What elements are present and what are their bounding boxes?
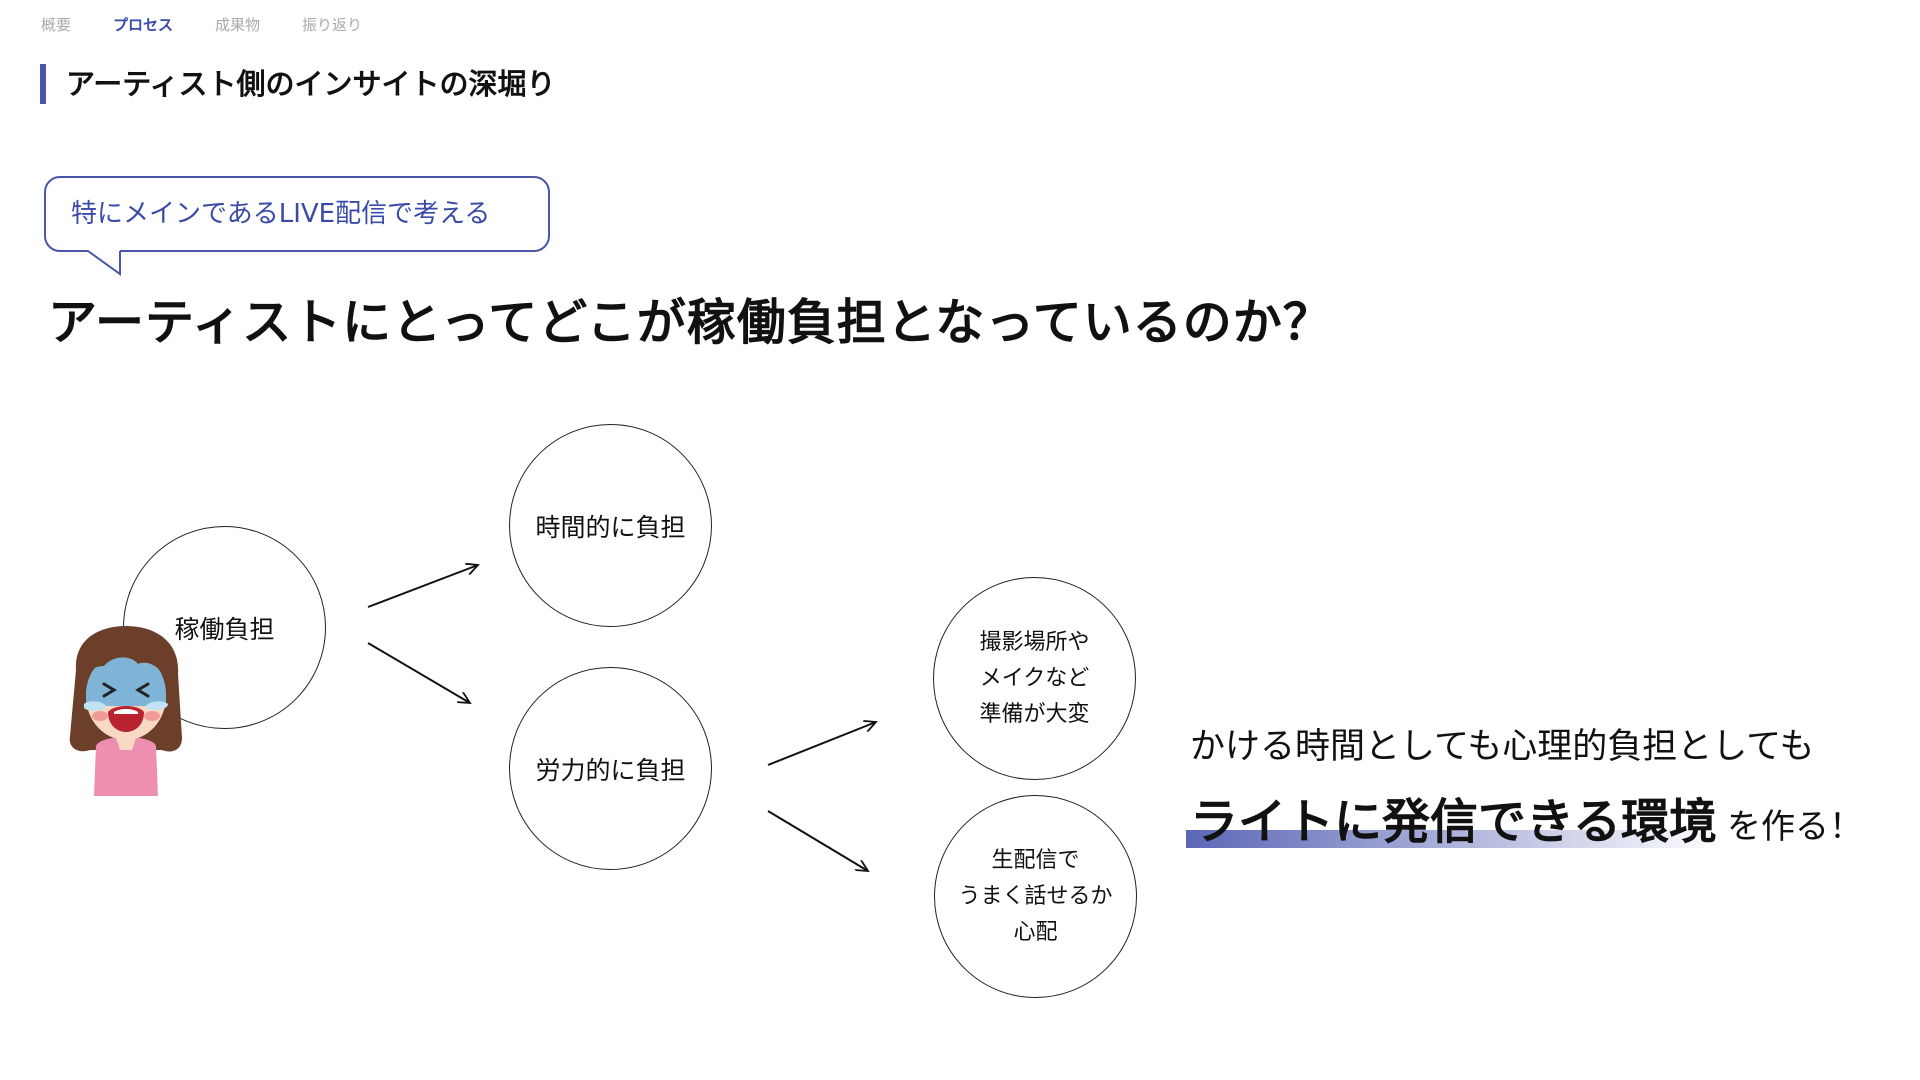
top-nav: 概要 プロセス 成果物 振り返り xyxy=(41,14,362,35)
crying-woman-illustration xyxy=(69,626,182,796)
node-live-talk: 生配信で うまく話せるか 心配 xyxy=(934,795,1137,998)
conclusion-suffix: を作る！ xyxy=(1727,807,1864,847)
arrow-root-to-time xyxy=(367,565,478,608)
conclusion-statement: ライトに発信できる環境 を作る！ xyxy=(1186,782,1864,852)
conclusion-highlight: ライトに発信できる環境 xyxy=(1186,782,1722,852)
conclusion-highlight-text: ライトに発信できる環境 xyxy=(1190,794,1718,850)
tab-overview[interactable]: 概要 xyxy=(41,16,72,34)
speech-bubble-tail xyxy=(87,250,121,276)
node-effort-burden-label: 労力的に負担 xyxy=(535,755,686,785)
tab-process[interactable]: プロセス xyxy=(113,16,174,34)
tab-retrospective[interactable]: 振り返り xyxy=(302,16,363,34)
tab-deliverables[interactable]: 成果物 xyxy=(215,16,261,34)
arrow-root-to-effort xyxy=(367,642,470,703)
node-time-burden: 時間的に負担 xyxy=(509,424,712,627)
speech-bubble: 特にメインであるLIVE配信で考える xyxy=(44,176,550,252)
main-question: アーティストにとってどこが稼働負担となっているのか？ xyxy=(48,294,1333,351)
node-workload-label: 稼働負担 xyxy=(174,614,275,644)
node-preparation: 撮影場所や メイクなど 準備が大変 xyxy=(933,577,1136,780)
node-effort-burden: 労力的に負担 xyxy=(509,667,712,870)
node-live-talk-label: 生配信で うまく話せるか 心配 xyxy=(958,847,1113,945)
arrow-effort-to-prep xyxy=(767,722,876,766)
speech-bubble-text: 特にメインであるLIVE配信で考える xyxy=(71,199,491,229)
node-preparation-label: 撮影場所や メイクなど 準備が大変 xyxy=(979,629,1090,727)
section-title: アーティスト側のインサイトの深堀り xyxy=(40,64,556,104)
highlight-marker xyxy=(1186,830,1722,848)
node-time-burden-label: 時間的に負担 xyxy=(535,512,686,542)
arrow-effort-to-talk xyxy=(767,810,868,871)
conclusion-lead: かける時間としても心理的負担としても xyxy=(1190,727,1815,767)
